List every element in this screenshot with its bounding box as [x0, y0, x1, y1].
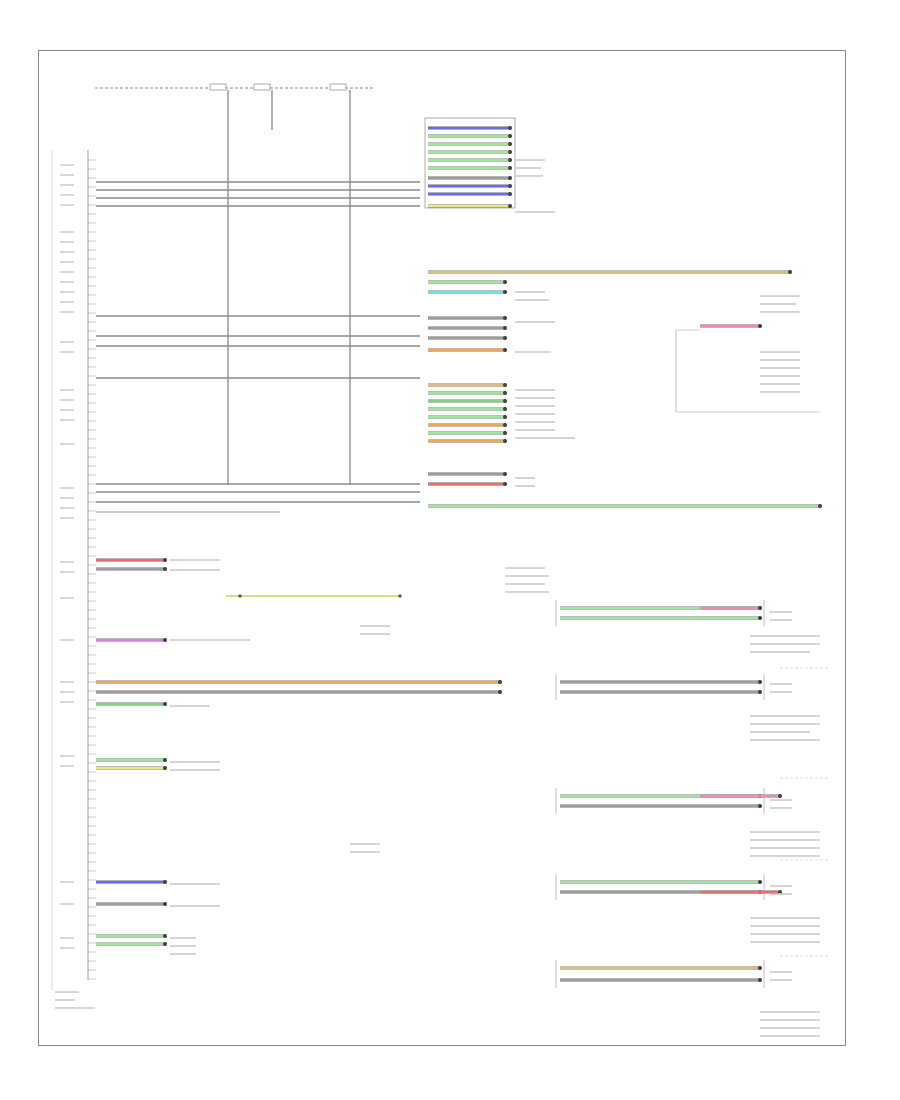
wire-terminal [503, 423, 507, 427]
wire-terminal [508, 158, 512, 162]
wire-terminal [503, 472, 507, 476]
wire-terminal [818, 504, 822, 508]
wire-terminal [163, 942, 167, 946]
wire-terminal [163, 880, 167, 884]
wire-terminal [163, 702, 167, 706]
wire-terminal [503, 439, 507, 443]
fuse-box [329, 83, 347, 91]
wire-terminal [503, 280, 507, 284]
wire-terminal [758, 966, 762, 970]
wire-terminal [498, 680, 502, 684]
wire-terminal [503, 316, 507, 320]
wire-terminal [503, 326, 507, 330]
wire-terminal [788, 270, 792, 274]
wire-terminal [508, 184, 512, 188]
wire-terminal [498, 690, 502, 694]
wire-terminal [503, 383, 507, 387]
wire-terminal [503, 431, 507, 435]
wire-terminal [778, 794, 782, 798]
wire-terminal [758, 616, 762, 620]
wire-terminal [508, 166, 512, 170]
wire-terminal [508, 134, 512, 138]
wire-terminal [163, 758, 167, 762]
wire-terminal [758, 324, 762, 328]
wire-terminal [503, 290, 507, 294]
wire-terminal [503, 399, 507, 403]
wire-terminal [508, 204, 512, 208]
wire-terminal [508, 176, 512, 180]
wire-terminal [758, 690, 762, 694]
wire-terminal [508, 142, 512, 146]
wire-terminal [508, 126, 512, 130]
fuse-box [253, 83, 271, 91]
wire-terminal [508, 192, 512, 196]
wire-terminal [163, 567, 167, 571]
wire-terminal [508, 150, 512, 154]
splice-dot [398, 594, 402, 598]
wire-terminal [503, 415, 507, 419]
wire-terminal [503, 407, 507, 411]
wire-terminal [503, 336, 507, 340]
wire-terminal [163, 638, 167, 642]
wire-terminal [503, 348, 507, 352]
wire-terminal [758, 680, 762, 684]
connector-block [424, 117, 516, 209]
wire-terminal [758, 606, 762, 610]
wire-terminal [758, 804, 762, 808]
splice-dot [238, 594, 242, 598]
wire-terminal [503, 482, 507, 486]
wire-terminal [163, 766, 167, 770]
wire-terminal [758, 880, 762, 884]
wire-terminal [503, 391, 507, 395]
fuse-box [209, 83, 227, 91]
diagram-frame [38, 50, 846, 1046]
wire-terminal [163, 558, 167, 562]
wire-terminal [758, 978, 762, 982]
wire-terminal [163, 902, 167, 906]
wire-terminal [778, 890, 782, 894]
wire-terminal [163, 934, 167, 938]
